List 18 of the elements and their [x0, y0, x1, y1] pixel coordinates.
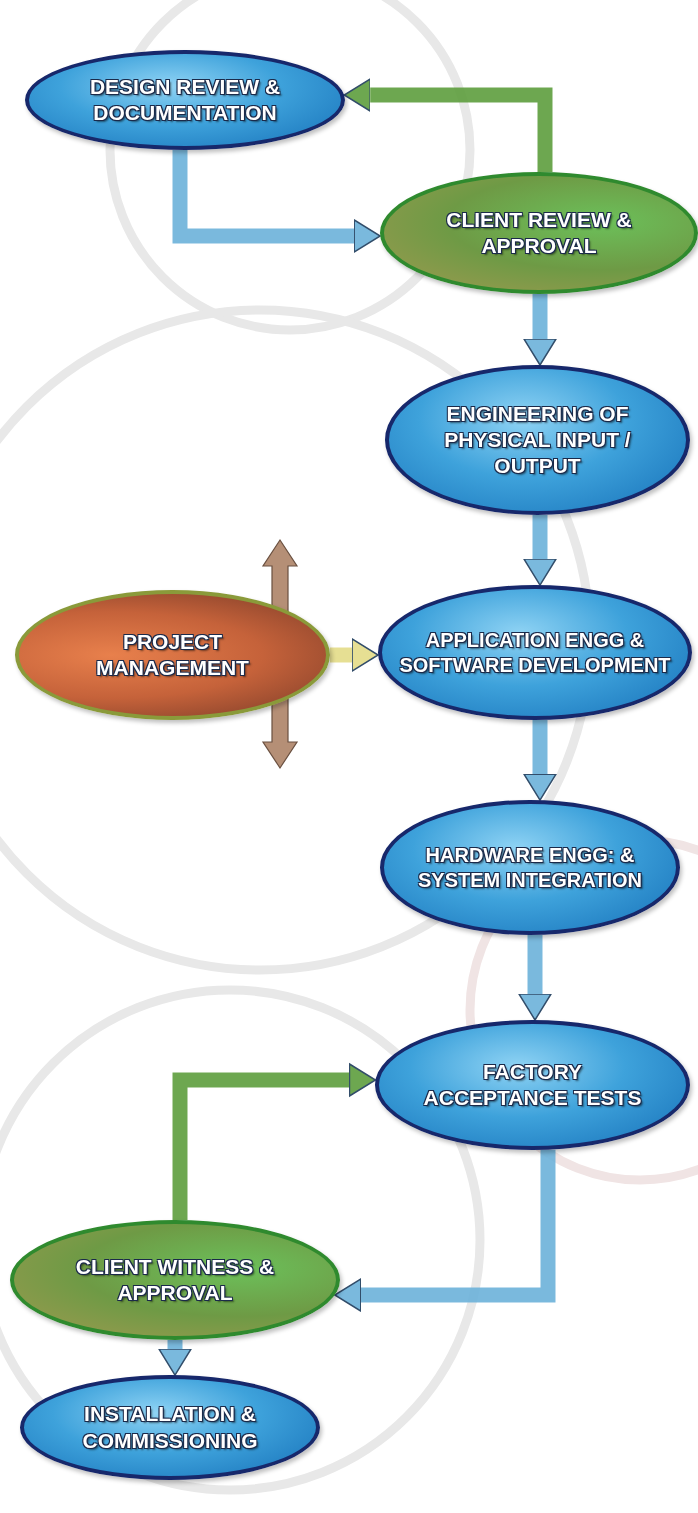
node-label: CLIENT WITNESS & APPROVAL — [74, 1253, 276, 1306]
node-label: ENGINEERING OF PHYSICAL INPUT / OUTPUT — [443, 400, 632, 480]
arrow — [523, 294, 557, 366]
arrow — [172, 150, 381, 253]
node-label: DESIGN REVIEW & DOCUMENTATION — [88, 73, 282, 126]
node-label: HARDWARE ENGG: & SYSTEM INTEGRATION — [416, 842, 644, 893]
node-label: PROJECT MANAGEMENT — [95, 628, 250, 681]
arrow — [343, 78, 553, 173]
arrow — [523, 515, 557, 586]
arrow — [158, 1340, 192, 1376]
node-label: CLIENT REVIEW & APPROVAL — [445, 206, 633, 259]
arrow — [330, 638, 379, 672]
node-label: FACTORY ACCEPTANCE TESTS — [422, 1058, 643, 1111]
arrow — [172, 1063, 377, 1221]
node-label: APPLICATION ENGG & SOFTWARE DEVELOPMENT — [398, 627, 672, 678]
arrow — [523, 719, 557, 801]
node-label: INSTALLATION & COMMISSIONING — [81, 1401, 259, 1454]
arrow — [518, 934, 552, 1021]
